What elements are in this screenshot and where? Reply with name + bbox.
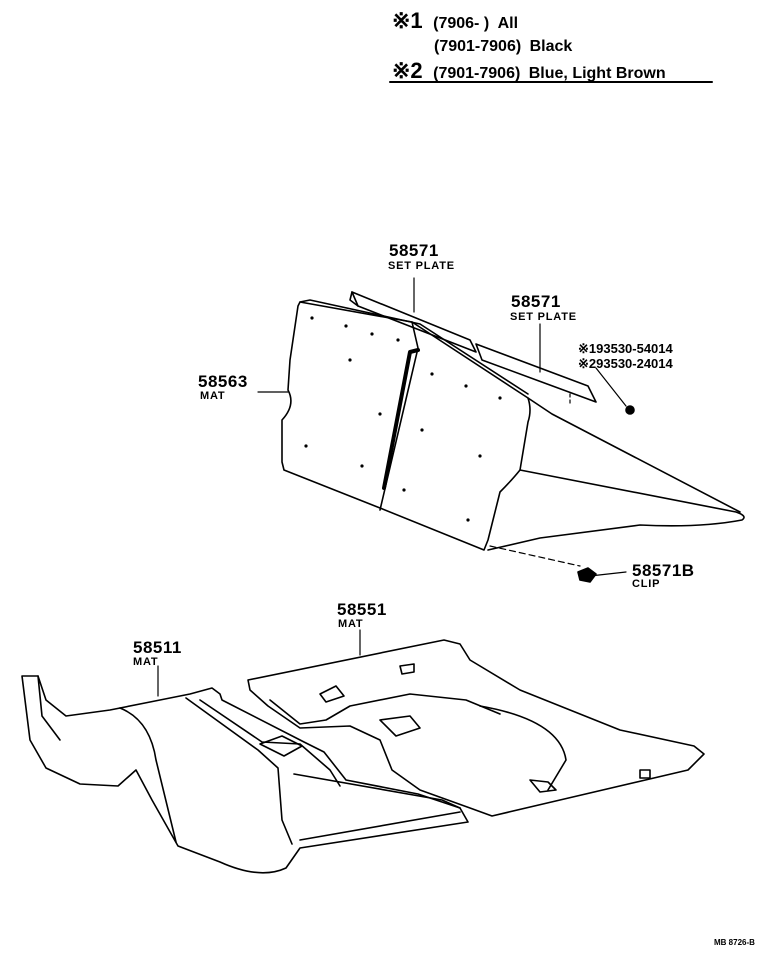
legend-mark-1: ※1 [392, 8, 423, 33]
set-plate-right-name: SET PLATE [510, 311, 577, 323]
legend-range-3: (7901-7906) [433, 65, 521, 82]
rear-floor-mat-name: MAT [338, 618, 364, 630]
front-mat-shape [21, 675, 469, 874]
rear-floor-mat-shape [247, 639, 705, 817]
legend-row-3: ※2 (7901-7906) Blue, Light Brown [392, 58, 666, 84]
set-plate-right-number: 58571 [511, 292, 561, 311]
legend-row-1: ※1 (7906- ) All [392, 8, 518, 34]
legend-desc-1: All [497, 15, 519, 32]
legend-range-2: (7901-7906) [434, 38, 522, 55]
rear-mat-shape [281, 299, 745, 551]
screw-part-1: ※193530-54014 [578, 341, 673, 356]
legend-desc-3: Blue, Light Brown [528, 65, 666, 82]
rear-mat-name: MAT [200, 390, 226, 402]
rear-floor-mat-number: 58551 [337, 600, 387, 619]
legend-desc-2: Black [529, 38, 573, 55]
front-mat-number: 58511 [133, 638, 182, 657]
set-plate-right-shape [475, 343, 597, 403]
legend-range-1: (7906- ) [433, 15, 490, 32]
footer-code: MB 8726-B [714, 938, 755, 947]
rear-mat-number: 58563 [198, 372, 248, 391]
clip-shape [577, 567, 597, 583]
screw-shape [625, 405, 635, 415]
legend-mark-3: ※2 [392, 58, 423, 83]
clip-name: CLIP [632, 578, 661, 590]
set-plate-left-name: SET PLATE [388, 260, 455, 272]
leader-screw [595, 367, 627, 407]
screw-part-2: ※293530-24014 [578, 356, 673, 371]
clip-number: 58571B [632, 561, 695, 580]
legend-row-2: (7901-7906) Black [434, 38, 572, 56]
set-plate-left-number: 58571 [389, 241, 439, 260]
set-plate-left-shape [349, 291, 477, 353]
front-mat-name: MAT [133, 656, 159, 668]
rear-mat-holes [304, 316, 502, 522]
